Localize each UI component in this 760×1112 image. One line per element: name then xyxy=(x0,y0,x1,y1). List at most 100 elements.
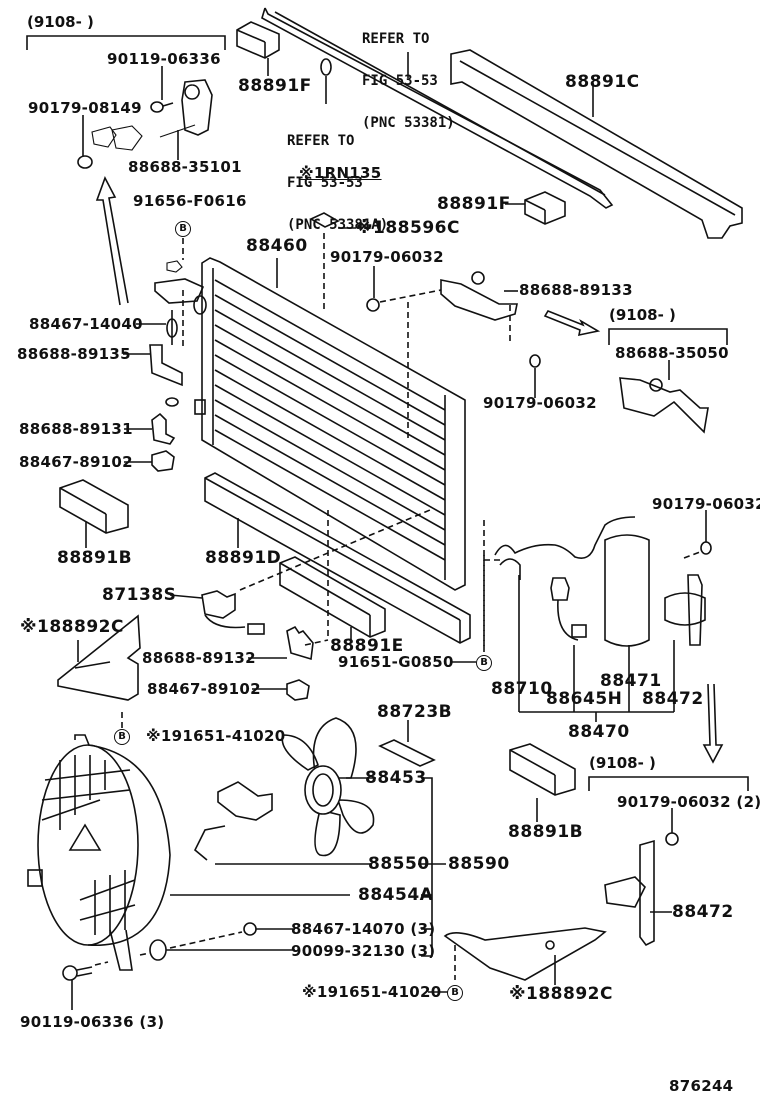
part-label[interactable]: 88470 xyxy=(568,722,630,742)
motor-88550 xyxy=(194,781,370,865)
reference-fig-53-53-pnc-53381a[interactable]: REFER TO FIG 53-53 (PNC 53381A) xyxy=(287,106,388,246)
clip-88467-14070 xyxy=(169,922,295,949)
part-label[interactable]: 88453 xyxy=(365,768,427,788)
part-label[interactable]: 90119-06336 xyxy=(107,50,221,68)
pipe-88710 xyxy=(483,516,636,712)
part-label[interactable]: 88467-14040 xyxy=(29,315,143,333)
part-label[interactable]: 88460 xyxy=(246,236,308,256)
fan-88453 xyxy=(281,717,376,857)
part-label[interactable]: 88891C xyxy=(565,72,640,92)
part-label[interactable]: 88891E xyxy=(330,636,404,656)
part-label[interactable]: 88590 xyxy=(448,854,510,874)
part-label[interactable]: 88723B xyxy=(377,702,453,722)
bracket-header-bottom-right: (9108- ) xyxy=(589,754,656,772)
callout-b-marker: B xyxy=(114,729,130,745)
part-label[interactable]: 88472 xyxy=(672,902,734,922)
reference-line: FIG 53-53 xyxy=(287,175,363,191)
part-label[interactable]: 88472 xyxy=(642,689,704,709)
foam-88891E xyxy=(279,556,386,643)
part-label[interactable]: 88454A xyxy=(358,885,434,905)
part-label[interactable]: 90179-06032 xyxy=(483,394,597,412)
condenser-88460 xyxy=(193,257,466,591)
condenser-mount-left xyxy=(154,238,205,350)
part-label[interactable]: 88891D xyxy=(205,548,282,568)
applicability-note: ※1RN135 xyxy=(299,164,382,182)
receiver-88471 xyxy=(604,534,650,712)
mount-88688-35050 xyxy=(619,360,709,434)
part-label[interactable]: 88891F xyxy=(238,76,312,96)
bracket-header-right-mid: (9108- ) xyxy=(609,306,676,324)
rail-53381 xyxy=(261,7,614,209)
pressure-switch-88645H xyxy=(550,577,587,712)
part-label[interactable]: 90179-06032 xyxy=(652,495,760,513)
part-label[interactable]: 90119-06336 (3) xyxy=(20,1013,165,1031)
part-label[interactable]: 88891F xyxy=(437,194,511,214)
part-label[interactable]: 88891B xyxy=(508,822,584,842)
part-label[interactable]: ※191651-41020 xyxy=(146,727,286,745)
arrow-right xyxy=(543,310,601,337)
foam-88891C xyxy=(450,49,743,239)
bracket-part-top-left xyxy=(77,79,213,169)
figure-number: 876244 xyxy=(669,1077,734,1095)
part-label[interactable]: 88550 xyxy=(368,854,430,874)
part-label[interactable]: 88710 xyxy=(491,679,553,699)
part-label[interactable]: ※188892C xyxy=(20,617,124,637)
bracket-88892C-right xyxy=(428,927,607,993)
bracket-bottom-right xyxy=(588,776,749,791)
block-88891F-top xyxy=(236,21,280,76)
arrow-up-left xyxy=(95,176,129,306)
shroud-88454A xyxy=(27,734,350,971)
part-label[interactable]: 88688-89133 xyxy=(519,281,633,299)
part-label[interactable]: 88688-35050 xyxy=(615,344,729,362)
bracket-header-top-left: (9108- ) xyxy=(27,13,94,31)
callout-b-marker: B xyxy=(175,221,191,237)
block-88891B-left xyxy=(59,479,129,548)
arrow-down xyxy=(702,683,724,764)
part-label[interactable]: 90179-06032 xyxy=(330,248,444,266)
bracket-88688-89132 xyxy=(248,510,329,661)
part-label[interactable]: 88688-35101 xyxy=(128,158,242,176)
callout-b-marker: B xyxy=(447,985,463,1001)
part-label[interactable]: 90179-08149 xyxy=(28,99,142,117)
mount-88688-89133 xyxy=(379,271,518,440)
part-label[interactable]: ※188596C xyxy=(356,218,460,238)
part-label[interactable]: 87138S xyxy=(102,585,177,605)
tag-88596C xyxy=(309,212,356,310)
part-label[interactable]: 88645H xyxy=(546,689,623,709)
part-label[interactable]: 88688-89131 xyxy=(19,420,133,438)
part-label[interactable]: 88467-89102 xyxy=(147,680,261,698)
part-label[interactable]: 91656-F0616 xyxy=(133,192,247,210)
part-label[interactable]: ※191651-41020 xyxy=(302,983,442,1001)
clip-53381A xyxy=(320,58,332,104)
block-88891F-mid xyxy=(505,191,566,225)
part-label[interactable]: 88471 xyxy=(600,671,662,691)
reference-line: REFER TO xyxy=(362,31,430,47)
sensor-87138S xyxy=(169,509,431,635)
part-label[interactable]: 88467-14070 (3) xyxy=(291,920,436,938)
bolt-90119-06336 xyxy=(62,961,109,1010)
reference-line: (PNC 53381) xyxy=(362,115,455,131)
reference-line: (PNC 53381A) xyxy=(287,217,389,233)
foam-88891D xyxy=(204,472,471,644)
reference-line: REFER TO xyxy=(287,133,355,149)
bracket-right-mid xyxy=(608,328,728,345)
bracket-top-left xyxy=(26,35,226,50)
part-label[interactable]: 90179-06032 (2) xyxy=(617,793,760,811)
part-label[interactable]: ※188892C xyxy=(509,984,613,1004)
part-label[interactable]: 90099-32130 (3) xyxy=(291,942,436,960)
seal-88723B xyxy=(378,720,436,767)
callout-b-marker: B xyxy=(476,655,492,671)
block-88891B-right xyxy=(509,743,576,822)
grommet-90099-32130 xyxy=(139,939,295,961)
part-label[interactable]: 88688-89135 xyxy=(17,345,131,363)
reference-line: FIG 53-53 xyxy=(362,73,438,89)
bracket-88892C-left xyxy=(57,614,141,730)
part-label[interactable]: 88891B xyxy=(57,548,133,568)
part-label[interactable]: 88688-89132 xyxy=(142,649,256,667)
part-label[interactable]: 88467-89102 xyxy=(19,453,133,471)
bracket-88472 xyxy=(664,510,712,712)
part-label[interactable]: 91651-G0850 xyxy=(338,653,454,671)
reference-fig-53-53-pnc-53381[interactable]: REFER TO FIG 53-53 (PNC 53381) xyxy=(362,4,455,144)
